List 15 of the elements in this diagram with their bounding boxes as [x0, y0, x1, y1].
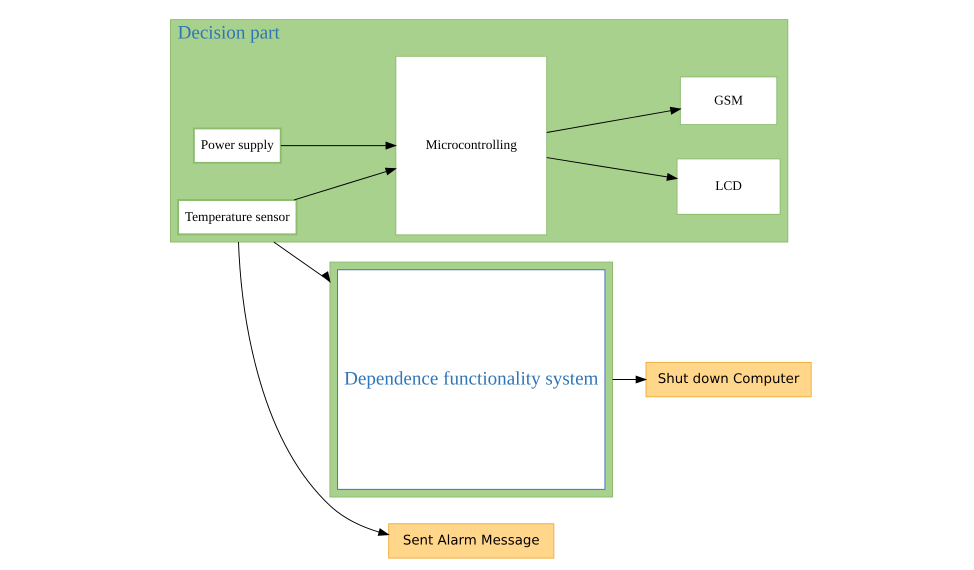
arrow	[280, 142, 398, 150]
node-box: Dependence functionality system	[337, 269, 606, 490]
node-box: Temperature sensor	[177, 199, 298, 236]
node-box: Microcontrolling	[395, 56, 548, 236]
node-box: GSM	[680, 76, 778, 126]
arrow	[612, 376, 648, 384]
arrow	[273, 242, 331, 284]
node-box: LCD	[676, 158, 781, 215]
node-box: Sent Alarm Message	[388, 523, 554, 559]
node-box: Power supply	[192, 127, 282, 164]
arrow	[238, 242, 390, 536]
node-box: Shut down Computer	[646, 362, 812, 398]
arrow	[546, 106, 682, 133]
arrow	[294, 168, 397, 200]
arrow	[546, 157, 678, 181]
